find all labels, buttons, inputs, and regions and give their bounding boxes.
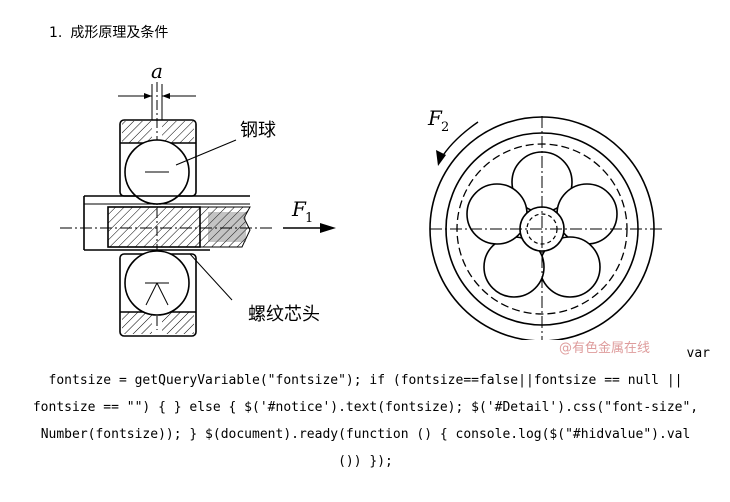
- thread-core-label: 螺纹芯头: [248, 304, 320, 325]
- section-title: 成形原理及条件: [70, 25, 169, 41]
- code-line: Number(fontsize)); } $(document).ready(f…: [40, 427, 691, 442]
- code-line: fontsize = getQueryVariable("fontsize");…: [48, 373, 683, 388]
- steel-ball-label: 钢球: [240, 120, 276, 141]
- section-number: 1.: [49, 25, 63, 41]
- section-heading: 1. 成形原理及条件: [49, 22, 168, 42]
- force-f1-label: F: [291, 197, 307, 221]
- dimension-a-label: a: [151, 59, 163, 83]
- watermark: @有色金属在线: [559, 341, 651, 356]
- code-line: var: [686, 346, 710, 361]
- force-f2-label: F: [427, 106, 443, 130]
- left-section-view: [60, 82, 336, 337]
- forming-principle-figure: a 钢球 螺纹芯头 F 1 F 2: [60, 59, 665, 340]
- force-f1-subscript: 1: [305, 211, 313, 226]
- code-line: fontsize == "") { } else { $('#notice').…: [32, 400, 699, 415]
- right-axial-view: [429, 116, 665, 340]
- force-f2-subscript: 2: [441, 120, 449, 135]
- code-line: ()) });: [338, 454, 393, 469]
- leaked-script-text: var fontsize = getQueryVariable("fontsiz…: [18, 340, 713, 475]
